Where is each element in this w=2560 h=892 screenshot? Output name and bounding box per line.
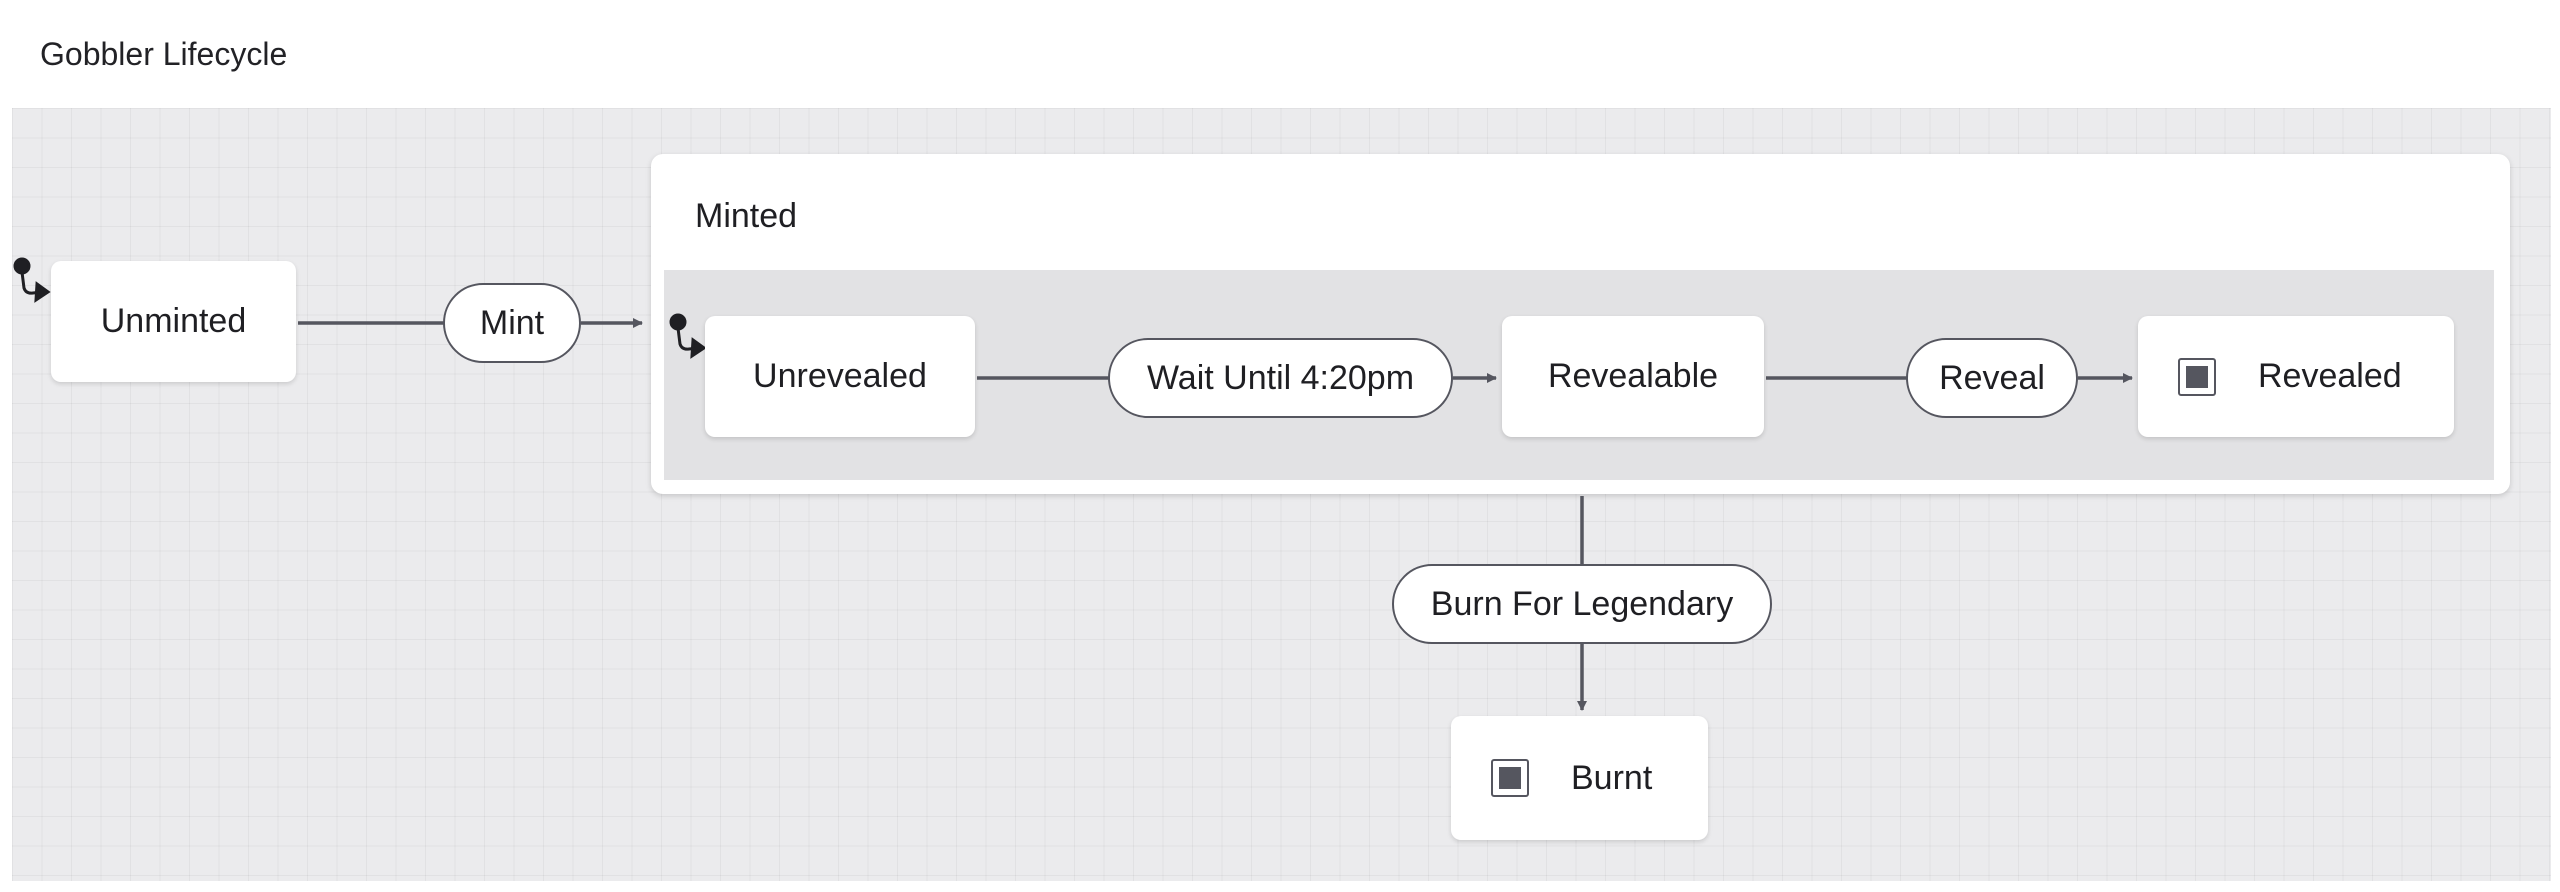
event-mint-label: Mint	[479, 303, 545, 342]
state-minted-label: Minted	[695, 197, 798, 235]
initial-marker-root	[13, 257, 51, 303]
final-state-icon	[1491, 759, 1529, 797]
state-revealed-label: Revealed	[2258, 357, 2402, 395]
state-burnt[interactable]: Burnt	[1451, 716, 1708, 840]
event-burn-for-legendary[interactable]: Burn For Legendary	[1392, 564, 1772, 644]
event-reveal[interactable]: Reveal	[1906, 338, 2078, 418]
state-revealed[interactable]: Revealed	[2138, 316, 2454, 437]
event-mint[interactable]: Mint	[443, 283, 581, 363]
page-title: Gobbler Lifecycle	[40, 36, 288, 72]
state-unminted[interactable]: Unminted	[51, 261, 296, 382]
event-reveal-label: Reveal	[1939, 358, 2045, 397]
state-unminted-label: Unminted	[100, 302, 247, 340]
final-state-icon	[2178, 357, 2216, 396]
state-unrevealed[interactable]: Unrevealed	[705, 316, 975, 437]
state-revealable-label: Revealable	[1547, 357, 1719, 395]
state-burnt-label: Burnt	[1571, 758, 1653, 797]
event-wait-until-label: Wait Until 4:20pm	[1146, 358, 1415, 397]
state-unrevealed-label: Unrevealed	[753, 357, 927, 395]
event-wait-until[interactable]: Wait Until 4:20pm	[1108, 338, 1453, 418]
state-revealable[interactable]: Revealable	[1502, 316, 1764, 437]
initial-marker-minted	[669, 313, 707, 359]
event-burn-for-legendary-label: Burn For Legendary	[1430, 584, 1734, 623]
